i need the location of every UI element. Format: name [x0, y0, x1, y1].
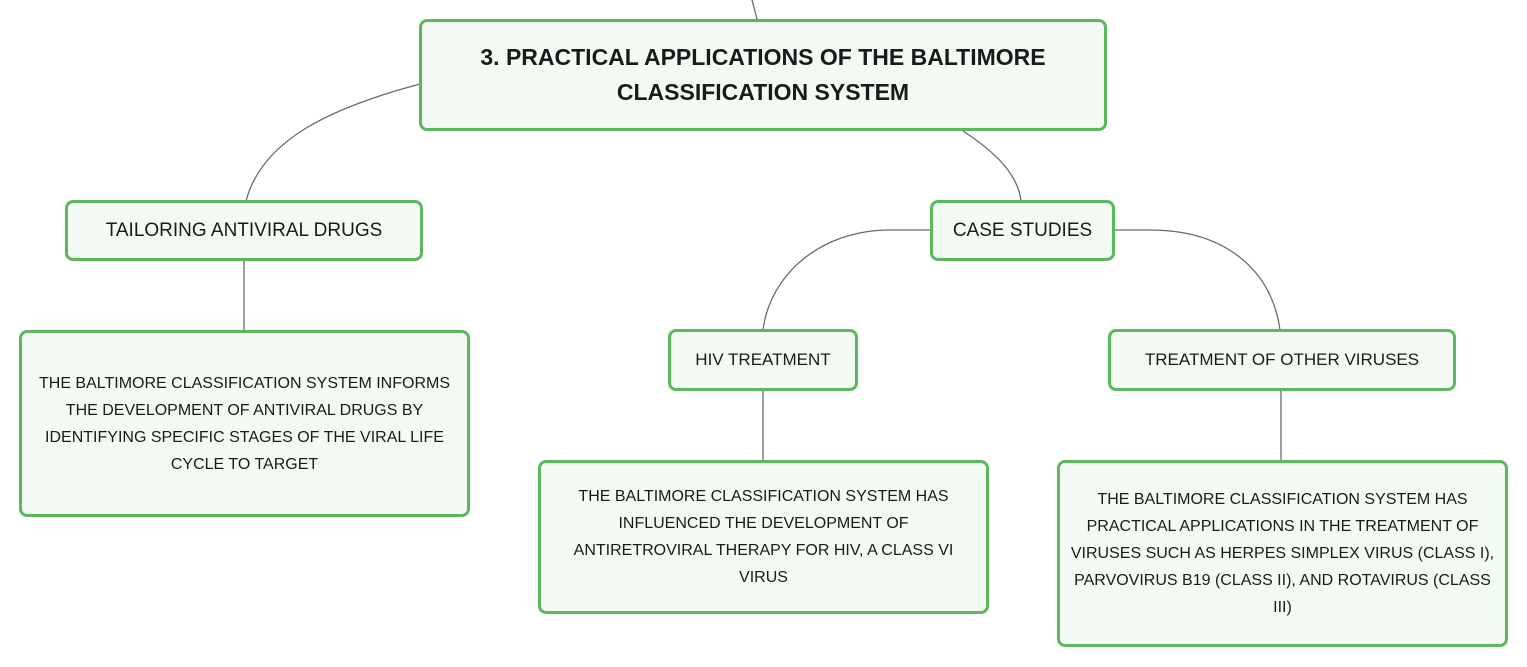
connector-root-to-case-studies — [962, 130, 1022, 202]
node-tailoring-antiviral-drugs-detail[interactable]: THE BALTIMORE CLASSIFICATION SYSTEM INFO… — [19, 330, 470, 517]
root-node[interactable]: 3. PRACTICAL APPLICATIONS OF THE BALTIMO… — [419, 19, 1107, 131]
node-hiv-treatment-detail[interactable]: THE BALTIMORE CLASSIFICATION SYSTEM HAS … — [538, 460, 989, 614]
node-hiv-treatment-detail-text: THE BALTIMORE CLASSIFICATION SYSTEM HAS … — [573, 488, 954, 586]
node-tailoring-antiviral-drugs[interactable]: TAILORING ANTIVIRAL DRUGS — [65, 200, 423, 261]
node-treatment-of-other-viruses-detail[interactable]: THE BALTIMORE CLASSIFICATION SYSTEM HAS … — [1057, 460, 1508, 647]
connector-incoming-to-root — [751, 0, 758, 20]
node-hiv-treatment-label: HIV TREATMENT — [695, 350, 831, 369]
connector-case-studies-to-other — [1113, 229, 1281, 331]
node-treatment-of-other-viruses-detail-text: THE BALTIMORE CLASSIFICATION SYSTEM HAS … — [1070, 491, 1495, 616]
root-node-label: 3. PRACTICAL APPLICATIONS OF THE BALTIMO… — [480, 44, 1046, 105]
node-hiv-treatment[interactable]: HIV TREATMENT — [668, 329, 858, 391]
node-tailoring-antiviral-drugs-label: TAILORING ANTIVIRAL DRUGS — [105, 219, 383, 241]
connector-case-studies-to-hiv — [762, 229, 931, 331]
node-tailoring-antiviral-drugs-detail-text: THE BALTIMORE CLASSIFICATION SYSTEM INFO… — [38, 374, 450, 473]
connector-root-to-tailoring — [245, 83, 421, 202]
node-case-studies-label: CASE STUDIES — [952, 219, 1093, 241]
node-case-studies[interactable]: CASE STUDIES — [930, 200, 1115, 261]
node-treatment-of-other-viruses[interactable]: TREATMENT OF OTHER VIRUSES — [1108, 329, 1456, 391]
node-treatment-of-other-viruses-label: TREATMENT OF OTHER VIRUSES — [1144, 350, 1420, 369]
